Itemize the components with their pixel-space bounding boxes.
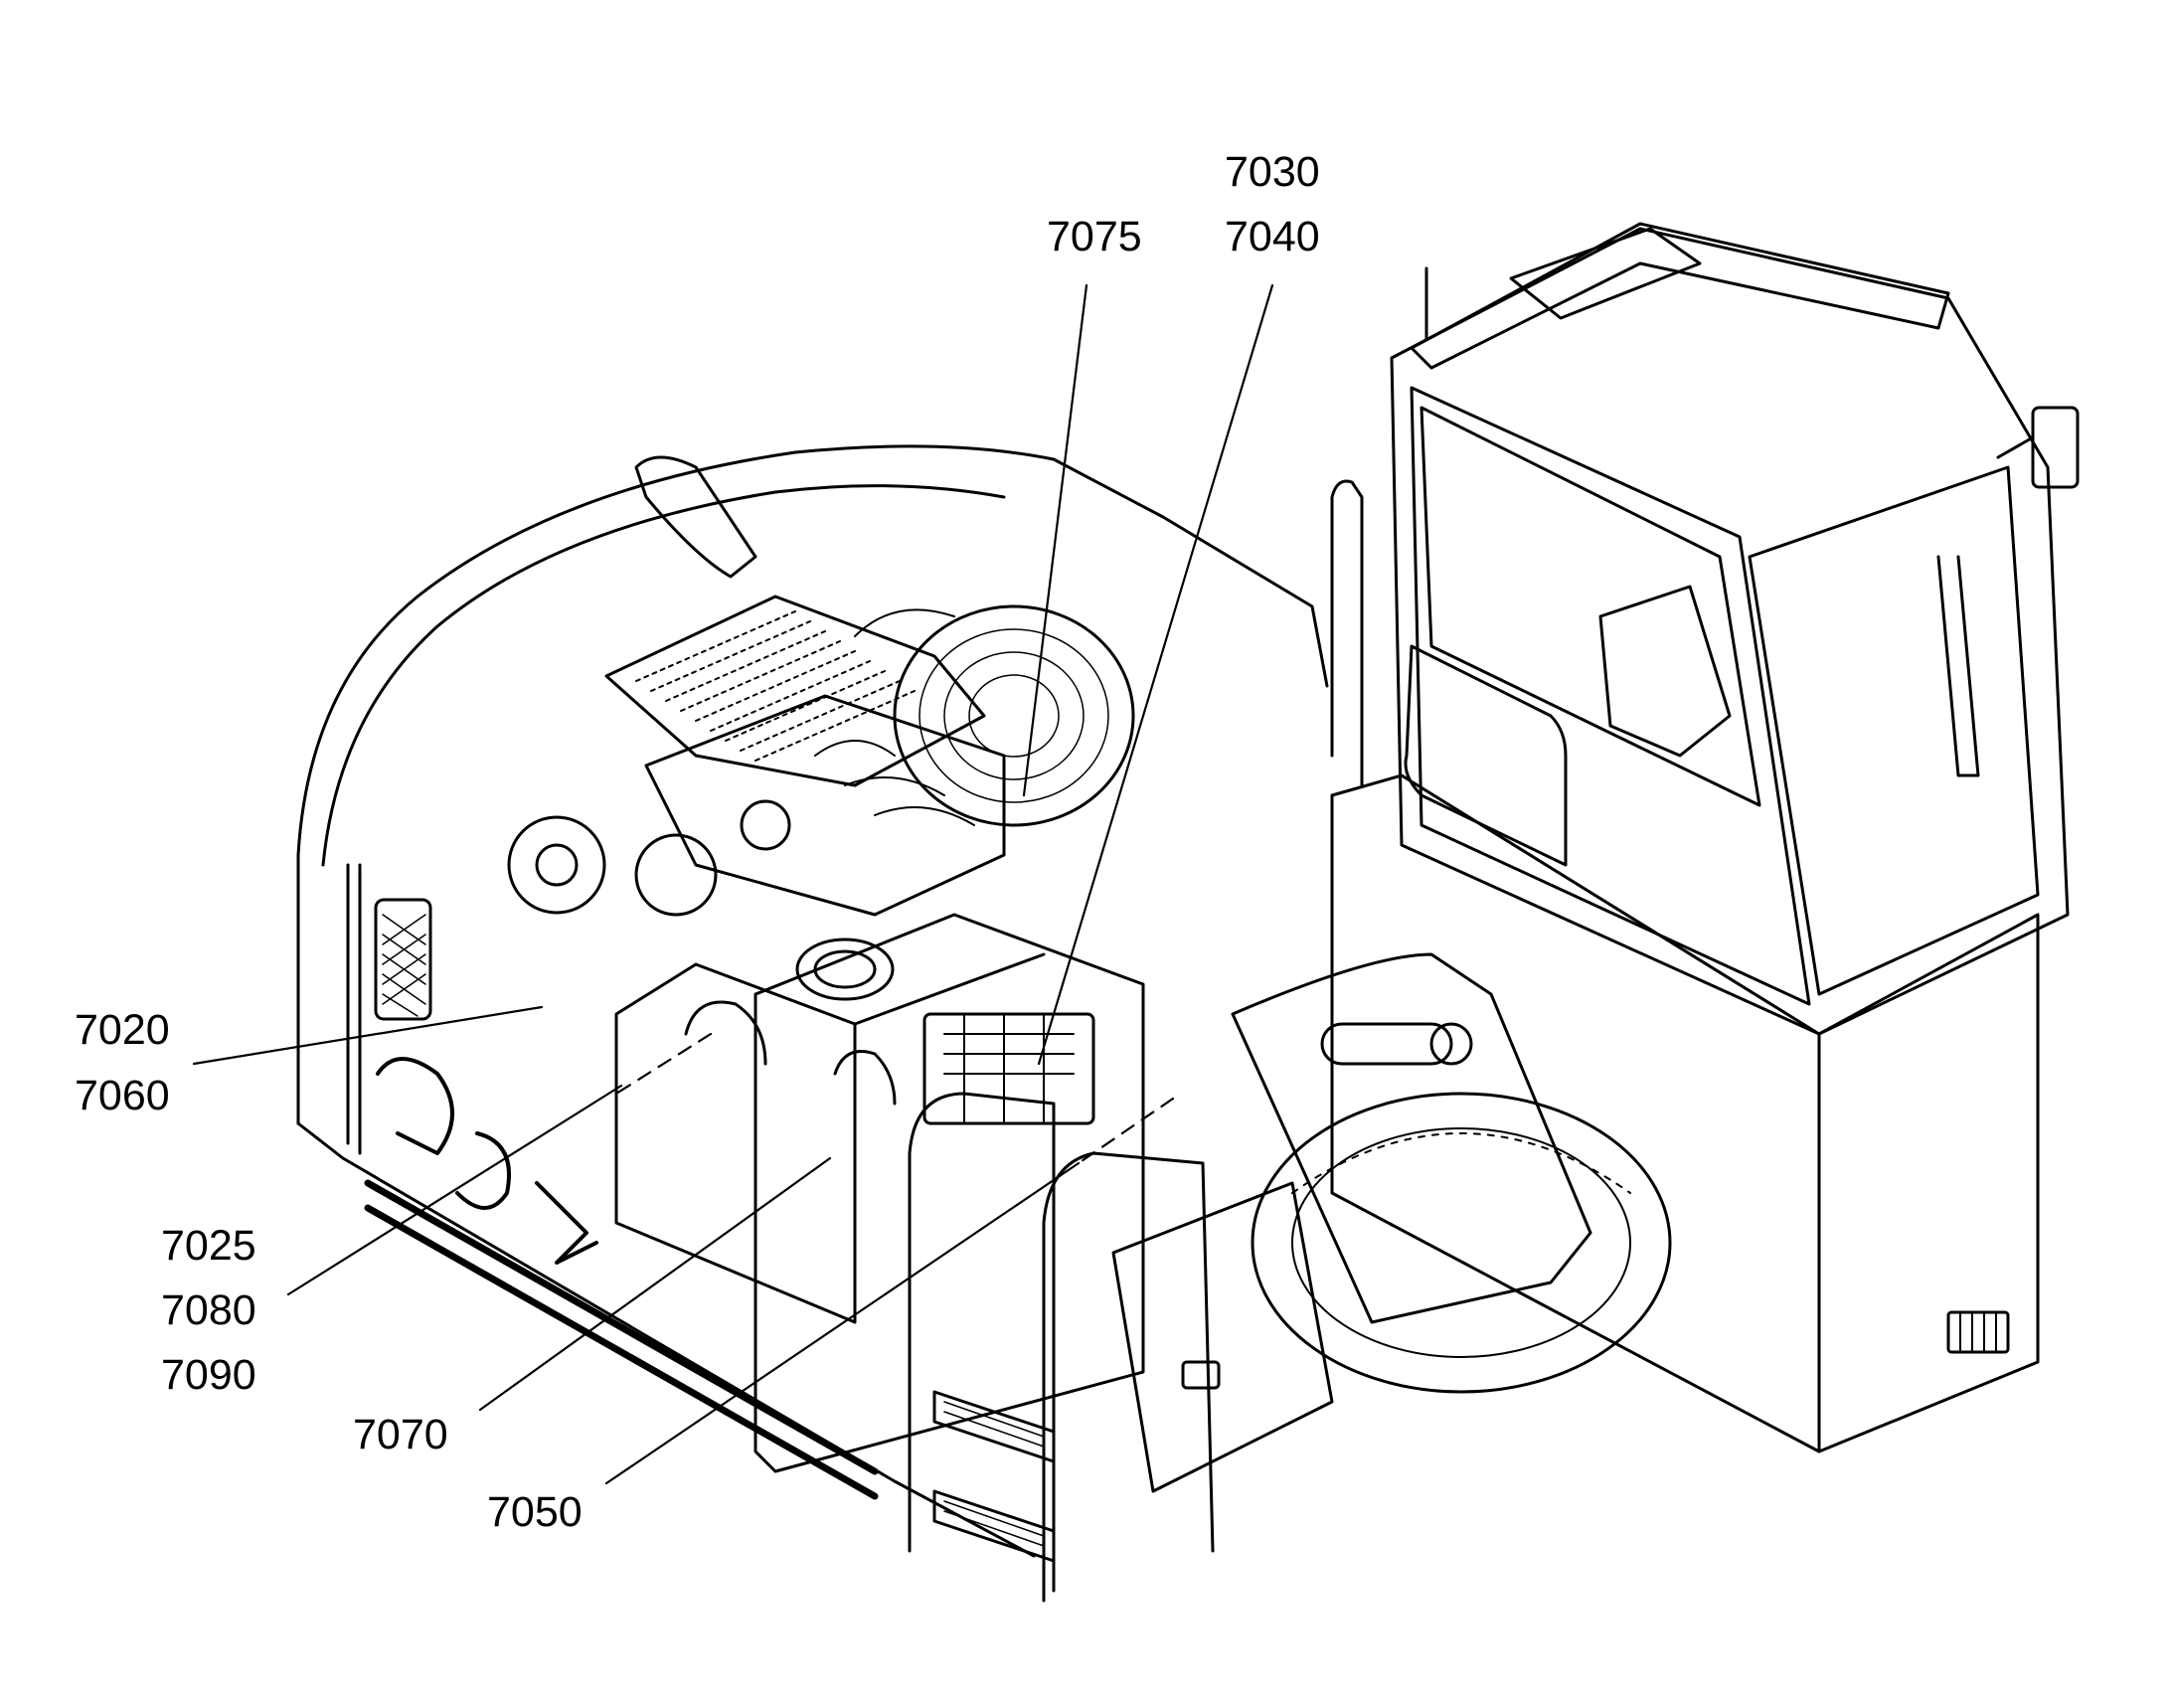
cab-door-frame	[1410, 386, 1811, 1006]
leader-7070-hidden	[614, 1032, 713, 1096]
hydraulic-tank	[614, 962, 857, 1324]
boom-foot-bracket	[1231, 952, 1592, 1324]
callout-label: 7080	[161, 1286, 256, 1334]
radiator-fan-ring-1	[919, 628, 1109, 803]
radiator-fan-outer	[893, 604, 1135, 827]
tank-handle-2	[833, 1050, 897, 1106]
rear-grill	[374, 898, 432, 1021]
swing-bearing-inner	[1291, 1127, 1631, 1358]
callout-label: 7050	[487, 1488, 583, 1536]
swing-bearing	[1251, 1092, 1672, 1394]
engine-block	[644, 694, 1006, 917]
engine-pulley-left	[507, 815, 606, 915]
handrail-left	[908, 1092, 1056, 1593]
callout-label: 7030	[1225, 148, 1320, 196]
housing-bottom-edge	[296, 1121, 1036, 1558]
leader-7020-7060	[192, 1005, 544, 1066]
leader-7030-7040	[1037, 283, 1274, 1066]
control-valve-block	[922, 1012, 1095, 1125]
cab-seat	[1598, 585, 1732, 758]
engine-pulley-small	[740, 799, 791, 851]
leader-7075	[1022, 283, 1088, 797]
cab-mirror-arm	[1996, 435, 2035, 459]
callout-label: 7060	[75, 1072, 170, 1119]
callout-label: 7070	[353, 1411, 448, 1458]
radiator-fan-ring-2	[943, 651, 1085, 780]
radiator-fan-ring-3	[968, 674, 1060, 758]
callout-label: 7040	[1225, 213, 1320, 260]
cab-handrail	[1330, 479, 1364, 787]
battery-box-latch	[1181, 1360, 1221, 1390]
leader-7070	[478, 1156, 832, 1412]
fuel-filler-cap	[795, 938, 895, 1001]
engine-cover-perforations	[635, 610, 916, 762]
cab-wiper	[1936, 555, 1980, 777]
tank-handle-1	[684, 1000, 767, 1066]
pedestal-vent-slats	[1959, 1311, 1997, 1353]
callout-7030-7040: 7030 7040	[1225, 148, 1320, 260]
rear-grill-mesh	[382, 914, 426, 1017]
pedestal-vent	[1946, 1310, 2010, 1354]
exhaust-stack	[634, 455, 757, 579]
step-upper	[932, 1390, 1056, 1463]
callout-7050: 7050	[487, 1488, 583, 1536]
housing-side-lower	[346, 863, 362, 1155]
swing-gear-teeth	[1291, 1132, 1631, 1194]
cab-door-window-upper	[1420, 406, 1761, 807]
step-treads	[943, 1401, 1045, 1547]
decal-stripes	[364, 1179, 879, 1500]
callout-7020-7060: 7020 7060	[75, 1006, 170, 1119]
callout-label: 7025	[161, 1222, 256, 1270]
boom-pivot-pin	[1320, 1022, 1453, 1066]
cab-side-mirror	[2031, 406, 2080, 489]
battery-box	[1111, 1181, 1334, 1493]
boom-pivot-end	[1429, 1022, 1473, 1066]
alternator	[634, 833, 718, 917]
callout-7025-7080-7090: 7025 7080 7090	[161, 1222, 256, 1399]
tank-top-divider	[853, 952, 1046, 1026]
callout-labels: 7030 7040 7075 7020 7060 7025 7080 7090 …	[75, 148, 1320, 1536]
callout-label: 7090	[161, 1351, 256, 1399]
leader-7050	[604, 1161, 1081, 1485]
cab-roof	[1410, 222, 1950, 370]
callout-7075: 7075	[1047, 213, 1142, 260]
cab-roof-hatch	[1509, 227, 1702, 320]
fuel-filler-cap-inner	[813, 949, 877, 989]
excavator-illustration	[296, 222, 2080, 1603]
engine-cover-panel	[604, 595, 986, 787]
cab-body	[1390, 227, 2070, 1036]
fuel-tank	[753, 913, 1145, 1473]
callout-label: 7020	[75, 1006, 170, 1054]
hood-inner-curve	[321, 484, 1006, 867]
cab-door-window-lower	[1404, 644, 1568, 867]
engine-pulley-left-hub	[535, 843, 579, 887]
step-lower	[932, 1489, 1056, 1563]
callout-label: 7075	[1047, 213, 1142, 260]
engine-hood-outline	[296, 444, 1329, 1125]
cab-pedestal	[1330, 773, 2040, 1453]
leader-lines	[192, 283, 1274, 1485]
leader-7050-hidden	[1077, 1097, 1175, 1165]
cab-front-window	[1748, 465, 2040, 996]
leader-7025-7080-7090	[286, 1084, 623, 1296]
engine-hoses	[814, 608, 975, 826]
model-number-decal	[376, 1057, 598, 1265]
control-valve-details	[943, 1013, 1075, 1124]
callout-7070: 7070	[353, 1411, 448, 1458]
